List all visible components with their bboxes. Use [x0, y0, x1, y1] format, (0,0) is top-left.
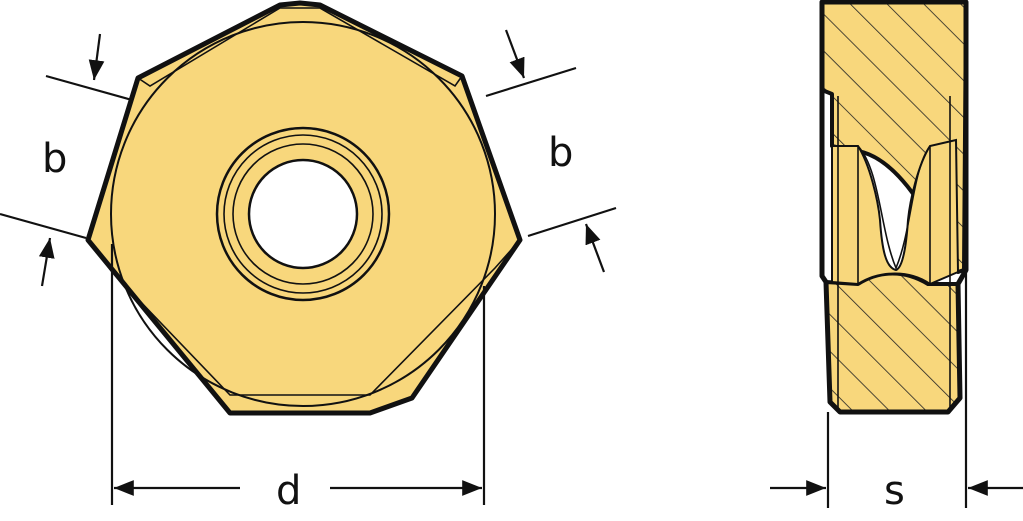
front-view — [85, 0, 523, 416]
section-view — [819, 0, 969, 415]
countersink-ring-inner — [232, 143, 374, 285]
facet-lines — [137, 7, 463, 88]
section-lower — [824, 271, 962, 414]
dimension-b-left — [0, 33, 133, 287]
facet-lines-lower — [87, 239, 521, 396]
dimension-d — [110, 244, 486, 505]
dimension-b-right — [485, 29, 617, 273]
label-d: d — [276, 468, 301, 514]
countersink-ring-outer — [215, 126, 391, 302]
label-s: s — [884, 468, 905, 514]
dimension-s — [770, 20, 1023, 508]
label-b-right: b — [548, 130, 573, 176]
countersink-ring-middle — [223, 134, 383, 294]
inscribed-circle — [110, 21, 496, 407]
label-b-left: b — [42, 136, 67, 182]
center-hole — [247, 158, 359, 270]
section-bore — [831, 138, 960, 286]
